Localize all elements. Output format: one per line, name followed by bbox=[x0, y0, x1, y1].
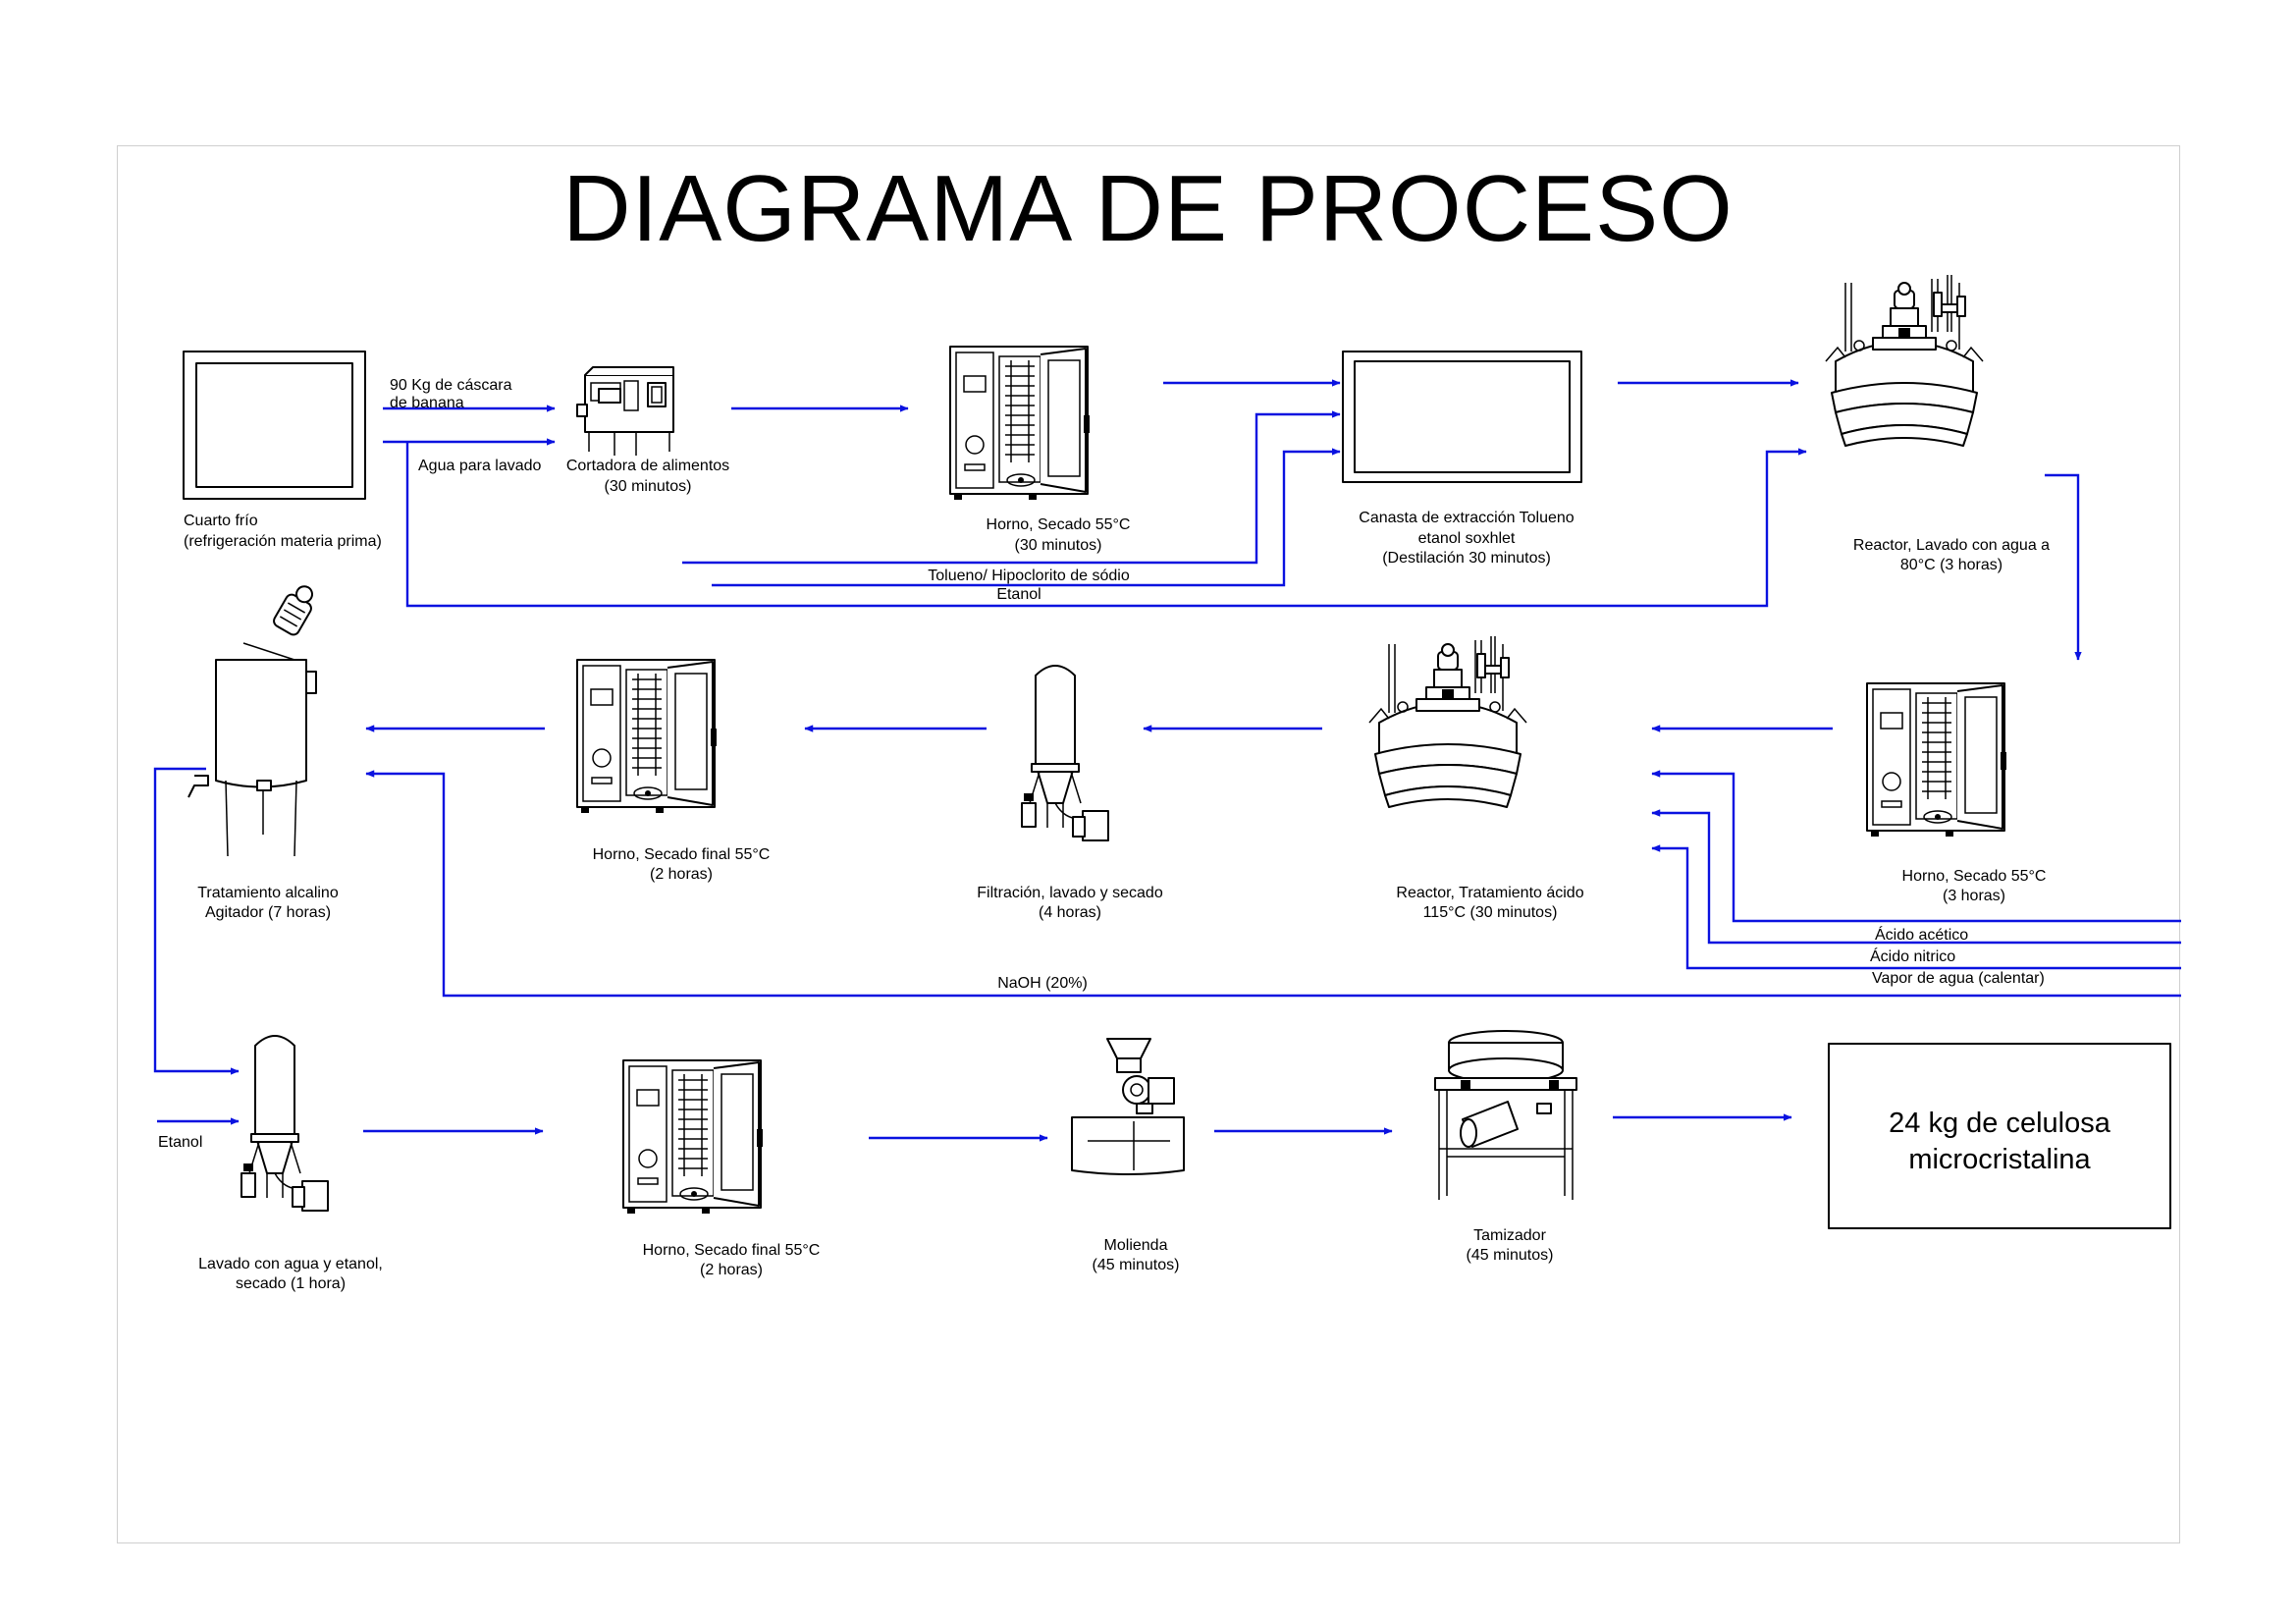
stream-steam-label: Vapor de agua (calentar) bbox=[1872, 970, 2045, 987]
oven4-label: (2 horas) bbox=[700, 1262, 763, 1278]
stream-banana-label: 90 Kg de cáscara bbox=[390, 377, 512, 394]
page-title: DIAGRAMA DE PROCESO bbox=[562, 156, 1734, 261]
jacketed-reactor-icon bbox=[1825, 274, 1984, 447]
drawing-frame bbox=[117, 145, 2180, 1543]
agitator-tank-icon bbox=[187, 585, 317, 857]
reactor1-label: Reactor, Lavado con agua a bbox=[1853, 537, 2050, 554]
reactor2-label: Reactor, Tratamiento ácido bbox=[1396, 885, 1583, 901]
stream-banana-label: de banana bbox=[390, 395, 464, 411]
stream-naoh-label: NaOH (20%) bbox=[997, 975, 1088, 992]
filter2-label: Lavado con agua y etanol, bbox=[198, 1256, 383, 1272]
stream-acetic-label: Ácido acético bbox=[1875, 925, 1968, 944]
cold-room-icon bbox=[183, 351, 366, 500]
arrow-nitric-to-reactor2 bbox=[1651, 809, 2181, 945]
arrow-ethanol-to-soxhlet bbox=[712, 448, 1341, 587]
stream-water-label: Agua para lavado bbox=[418, 458, 542, 474]
stream-nitric-label: Ácido nitrico bbox=[1870, 947, 1955, 965]
oven1-label: Horno, Secado 55°C bbox=[987, 516, 1131, 533]
filter-dryer-icon bbox=[240, 1035, 329, 1212]
oven1-label: (30 minutos) bbox=[1015, 537, 1102, 554]
soxhlet-basket-icon bbox=[1342, 351, 1582, 483]
jacketed-reactor-icon bbox=[1368, 635, 1527, 808]
oven2-label: (3 horas) bbox=[1943, 888, 2005, 904]
cold-room-label: (refrigeración materia prima) bbox=[184, 533, 382, 550]
product-label: microcristalina bbox=[1908, 1144, 2091, 1175]
arrow-toluene-to-soxhlet bbox=[682, 410, 1341, 565]
product-box bbox=[1828, 1043, 2171, 1229]
arrow-water-to-reactor1 bbox=[405, 442, 1807, 608]
sieve-label: (45 minutos) bbox=[1467, 1247, 1554, 1264]
mill-label: Molienda bbox=[1104, 1237, 1168, 1254]
cold-room-label: Cuarto frío bbox=[184, 513, 258, 529]
oven3-label: Horno, Secado final 55°C bbox=[593, 846, 771, 863]
combi-oven-icon bbox=[949, 346, 1091, 501]
arrow-reactor1-to-oven2 bbox=[2045, 473, 2082, 661]
reactor1-label: 80°C (3 horas) bbox=[1900, 557, 2002, 573]
arrow-naoh-to-agitator bbox=[365, 770, 2181, 998]
soxhlet-label: Canasta de extracción Tolueno bbox=[1359, 510, 1575, 526]
cutter-label: Cortadora de alimentos bbox=[566, 458, 729, 474]
sieve-shaker-icon bbox=[1434, 1030, 1577, 1200]
filter1-label: (4 horas) bbox=[1039, 904, 1101, 921]
oven3-label: (2 horas) bbox=[650, 866, 713, 883]
product-label: 24 kg de celulosa bbox=[1889, 1108, 2111, 1139]
agitator-label: Tratamiento alcalino bbox=[197, 885, 339, 901]
cutter-label: (30 minutos) bbox=[605, 478, 692, 495]
arrow-acetic-to-reactor2 bbox=[1651, 770, 2181, 923]
flow-arrows bbox=[153, 379, 2181, 1142]
reactor2-label: 115°C (30 minutos) bbox=[1423, 904, 1558, 921]
food-cutter-icon bbox=[576, 366, 674, 456]
grinder-mill-icon bbox=[1071, 1038, 1185, 1175]
combi-oven-icon bbox=[576, 659, 718, 814]
filter2-label: secado (1 hora) bbox=[236, 1275, 346, 1292]
combi-oven-icon bbox=[622, 1059, 764, 1215]
sieve-label: Tamizador bbox=[1473, 1227, 1546, 1244]
arrow-agitator-to-filter2 bbox=[153, 767, 240, 1075]
filter-dryer-icon bbox=[1021, 665, 1109, 841]
stream-toluene-label: Tolueno/ Hipoclorito de sódio bbox=[928, 568, 1130, 584]
soxhlet-label: (Destilación 30 minutos) bbox=[1382, 550, 1551, 567]
stream-ethanol-bottom-label: Etanol bbox=[158, 1134, 202, 1151]
oven2-label: Horno, Secado 55°C bbox=[1902, 868, 2047, 885]
filter1-label: Filtración, lavado y secado bbox=[977, 885, 1163, 901]
soxhlet-label: etanol soxhlet bbox=[1418, 530, 1516, 547]
arrow-steam-to-reactor2 bbox=[1651, 844, 2181, 970]
mill-label: (45 minutos) bbox=[1093, 1257, 1180, 1273]
stream-ethanol-label: Etanol bbox=[996, 586, 1041, 603]
oven4-label: Horno, Secado final 55°C bbox=[643, 1242, 821, 1259]
combi-oven-icon bbox=[1866, 682, 2007, 838]
agitator-label: Agitador (7 horas) bbox=[205, 904, 331, 921]
